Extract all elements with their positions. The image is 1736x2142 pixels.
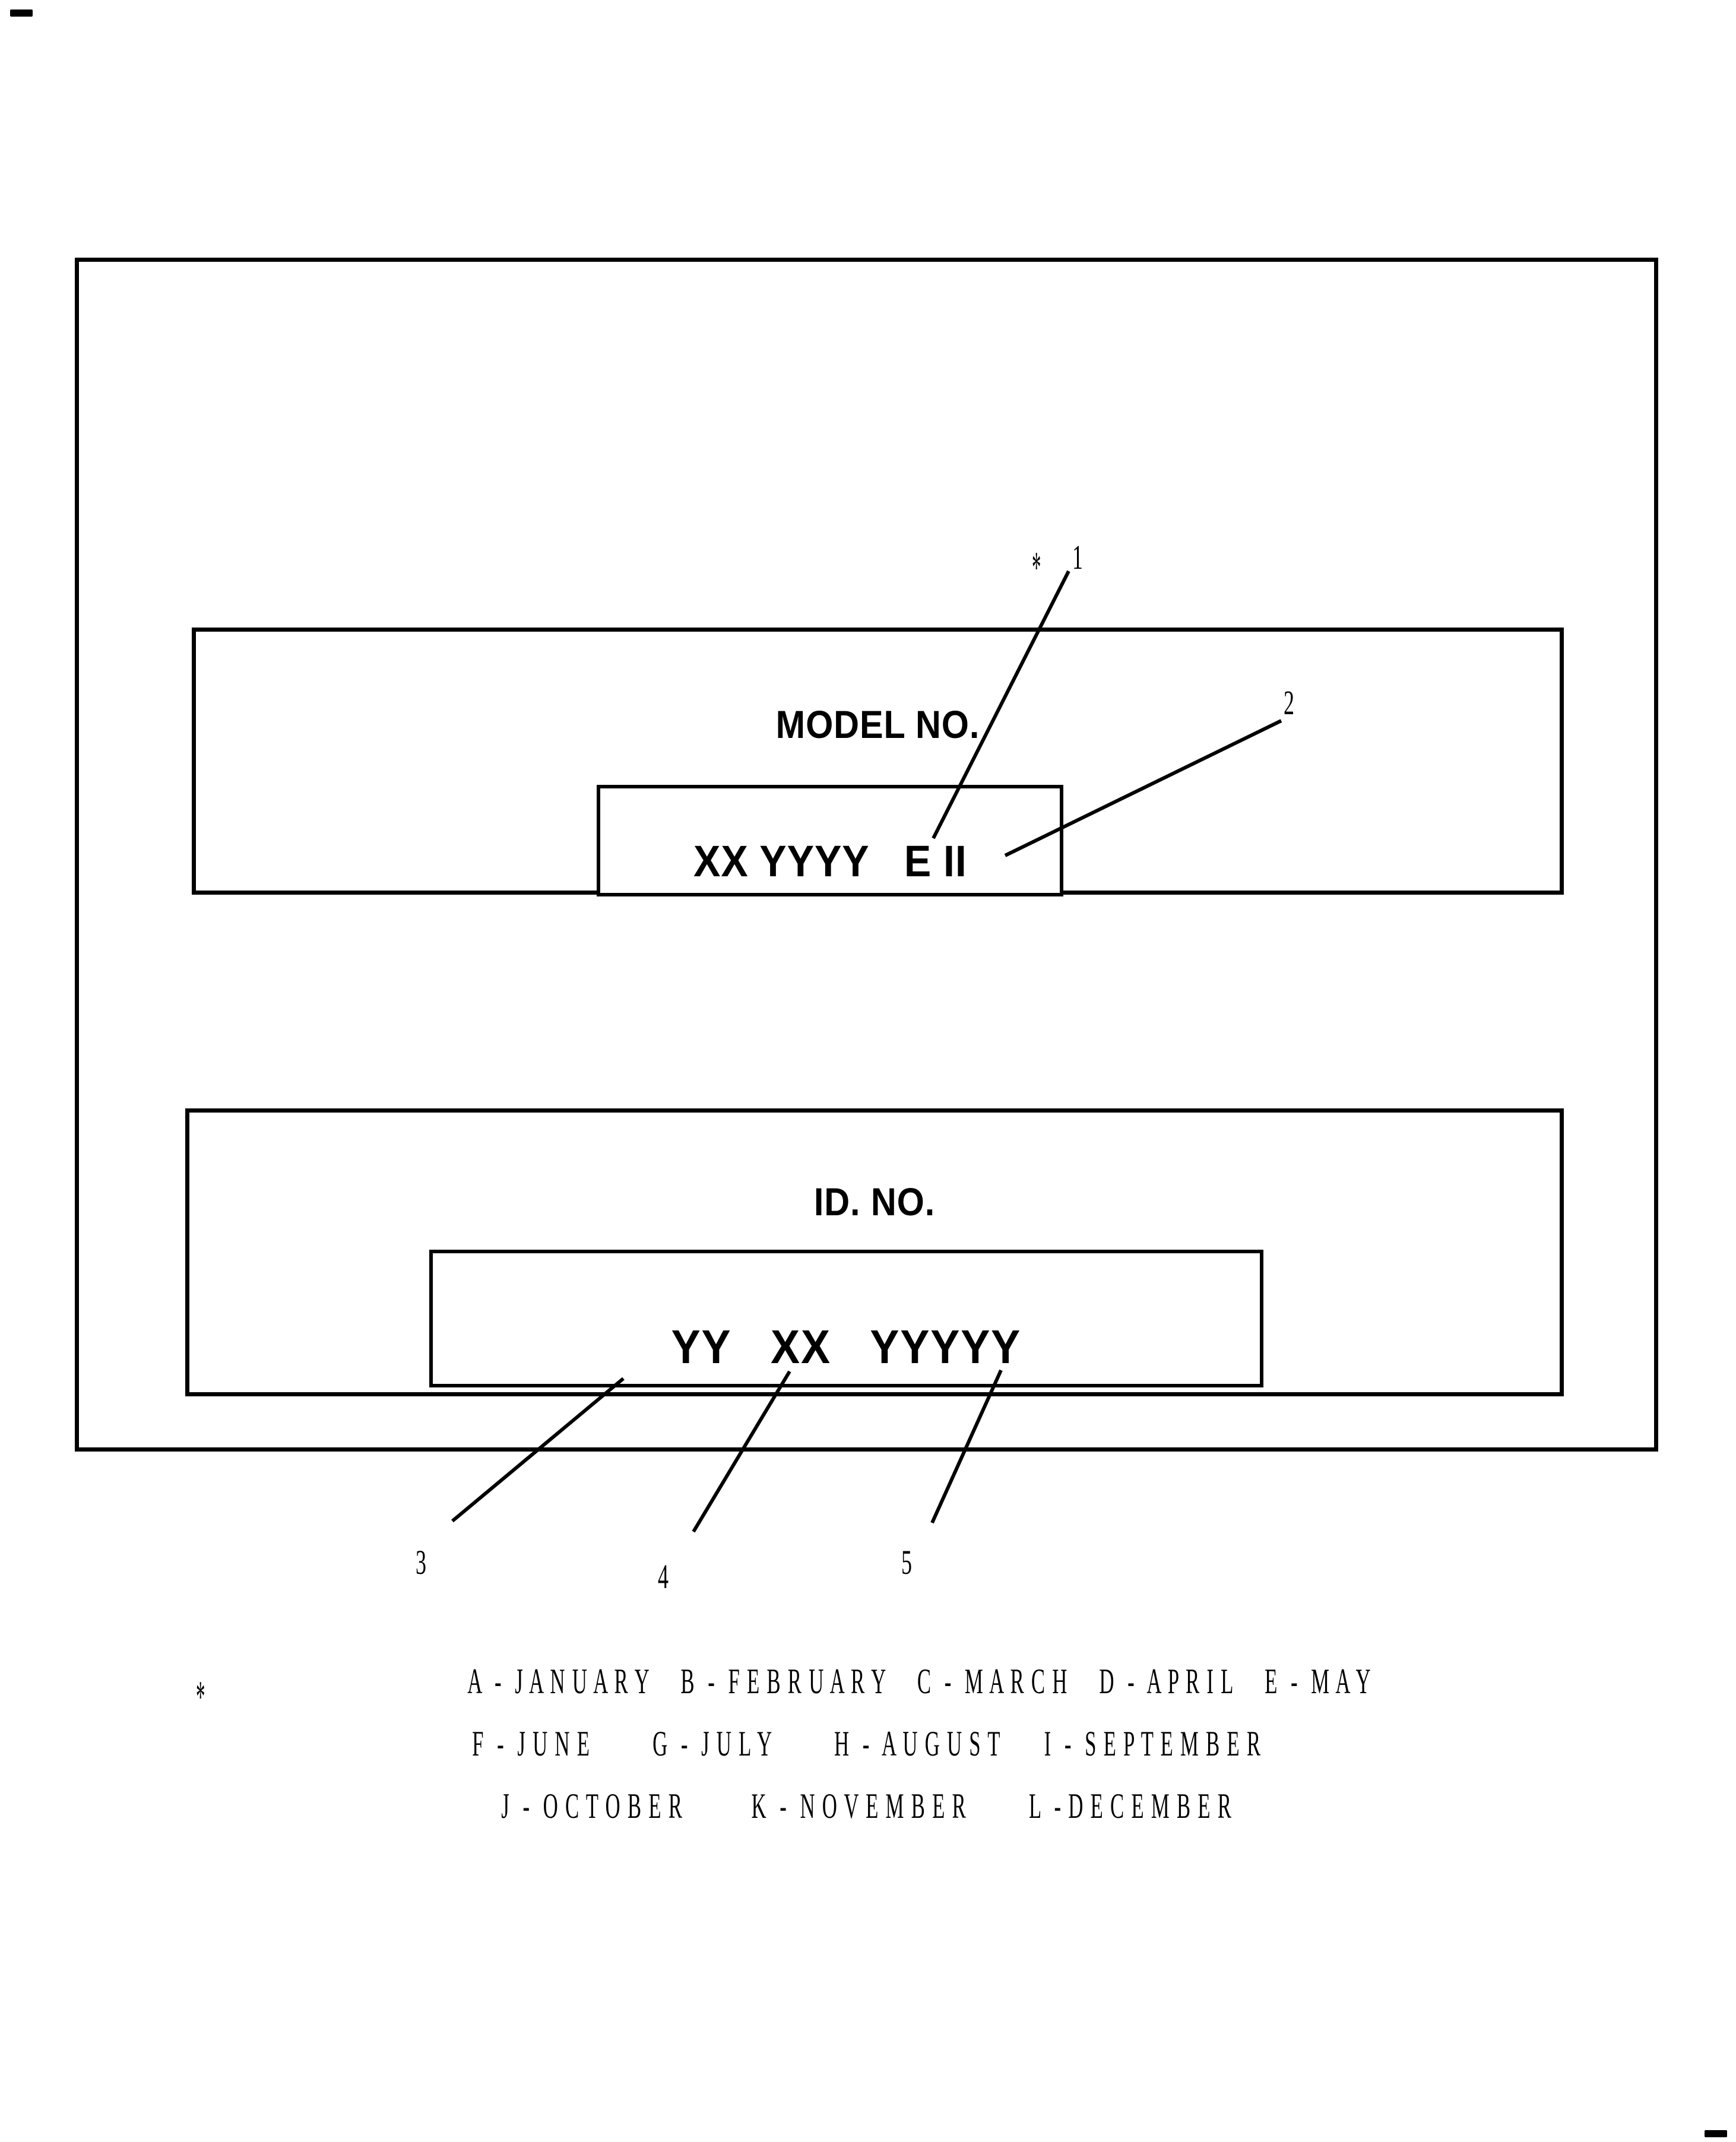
callout-number-5: 5 (901, 1543, 912, 1582)
callout-number-1: 1 (1072, 538, 1083, 576)
id-number-label: ID. NO. (813, 1180, 936, 1224)
id-number-value-box: YY XX YYYYY (429, 1250, 1263, 1387)
legend-row: F - J U N E G - J U L Y H - A U G U S T … (472, 1724, 1262, 1763)
month-code-legend: A - J A N U A R Y B - F E B R U A R Y C … (178, 1650, 1556, 1837)
callout-number-2: 2 (1284, 683, 1294, 722)
asterisk-marker-legend-icon: * (196, 1672, 205, 1722)
callout-number-3: 3 (416, 1543, 426, 1582)
legend-row: J - O C T O B E R K - N O V E M B E R L … (501, 1786, 1233, 1826)
registration-mark-bottom-right (1705, 2130, 1727, 2137)
model-number-value-box: XX YYYY E II (597, 785, 1063, 896)
asterisk-marker-model-icon: * (1032, 543, 1041, 592)
callout-number-4: 4 (658, 1557, 669, 1596)
model-number-label: MODEL NO. (775, 702, 980, 746)
id-number-value: YY XX YYYYY (671, 1320, 1022, 1373)
legend-row: A - J A N U A R Y B - F E B R U A R Y C … (467, 1662, 1372, 1701)
model-number-value: XX YYYY E II (693, 836, 967, 886)
registration-mark-top-left (10, 9, 33, 17)
